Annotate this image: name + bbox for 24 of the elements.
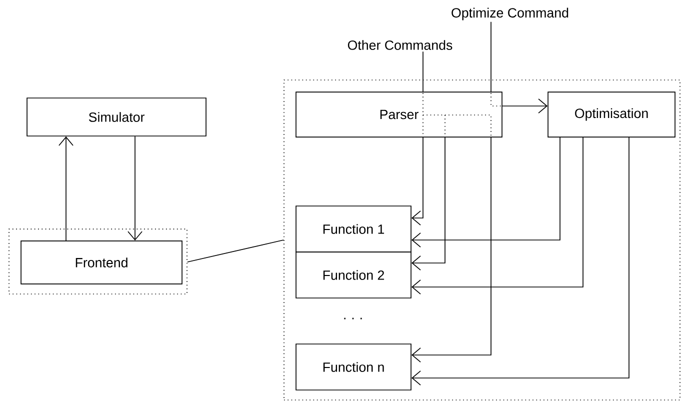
arrow <box>411 137 630 386</box>
process-box: Function 2 <box>296 252 412 298</box>
dotted-frame <box>284 80 680 400</box>
process-box: Frontend <box>20 240 182 284</box>
arrow <box>502 98 548 114</box>
process-box: Simulator <box>26 98 206 136</box>
process-box: Function 1 <box>296 206 412 252</box>
process-box: Function n <box>296 344 412 390</box>
arrow <box>128 136 142 241</box>
process-box: Optimisation <box>548 92 676 138</box>
arrow <box>411 137 584 294</box>
arrow <box>411 137 560 248</box>
arrow <box>411 137 492 362</box>
text-label: Optimize Command <box>452 8 568 20</box>
dotted-frame <box>8 228 188 294</box>
arrow <box>411 137 424 226</box>
arrow <box>411 137 446 270</box>
connector-line <box>490 21 492 92</box>
connector-line <box>422 51 424 92</box>
ellipsis: · · · <box>344 318 362 320</box>
text-label: Other Commands <box>348 40 452 50</box>
arrow <box>58 136 74 241</box>
connector-line <box>187 240 284 262</box>
process-box: Parser <box>296 92 502 138</box>
